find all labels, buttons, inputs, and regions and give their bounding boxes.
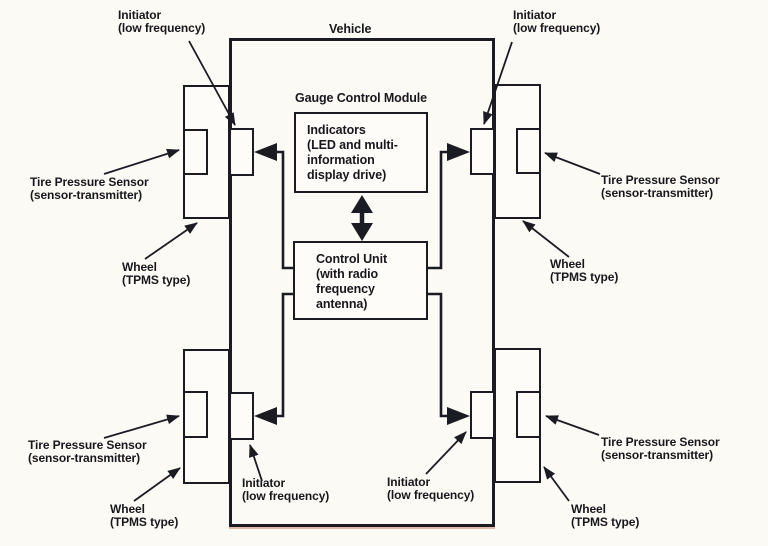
label-tps-rear-left: Tire Pressure Sensor (sensor-transmitter… <box>28 439 147 465</box>
pointer-arrow-wheel-front-left <box>144 222 198 260</box>
wheel-label-line1: Wheel <box>550 257 585 271</box>
label-initiator-rear-left: Initiator (low frequency) <box>242 477 329 503</box>
label-wheel-front-left: Wheel (TPMS type) <box>122 261 190 287</box>
tps-label-line2: (sensor-transmitter) <box>601 186 714 200</box>
pointer-arrow-tps-rear-right <box>545 415 600 436</box>
indicators-line-3: information <box>307 153 375 167</box>
control-unit-box-text: Control Unit (with radio frequency anten… <box>316 252 387 312</box>
pointer-arrow-wheel-rear-right <box>543 466 570 502</box>
initiator-front-right-box <box>470 128 495 175</box>
wheel-label-line2: (TPMS type) <box>571 515 640 529</box>
gauge-control-module-text: Gauge Control Module <box>294 91 428 105</box>
label-initiator-front-left: Initiator (low frequency) <box>118 9 205 35</box>
tps-label-line2: (sensor-transmitter) <box>601 448 714 462</box>
initiator-label-line2: (low frequency) <box>387 488 475 502</box>
initiator-label-line2: (low frequency) <box>513 21 601 35</box>
initiator-label-line2: (low frequency) <box>242 489 330 503</box>
pointer-arrow-wheel-front-right <box>522 220 570 258</box>
label-wheel-rear-right: Wheel (TPMS type) <box>571 503 639 529</box>
label-initiator-front-right: Initiator (low frequency) <box>513 9 600 35</box>
initiator-front-left-box <box>229 128 254 176</box>
tire-pressure-sensor-front-right-box <box>516 128 541 174</box>
initiator-label-line1: Initiator <box>387 475 431 489</box>
label-wheel-front-right: Wheel (TPMS type) <box>550 258 618 284</box>
label-tps-front-right: Tire Pressure Sensor (sensor-transmitter… <box>601 174 720 200</box>
initiator-label-line1: Initiator <box>118 8 162 22</box>
control-unit-line-4: antenna) <box>316 297 368 311</box>
tire-pressure-sensor-rear-right-box <box>516 391 541 438</box>
wheel-label-line1: Wheel <box>122 260 157 274</box>
initiator-label-line1: Initiator <box>513 8 557 22</box>
pointer-arrow-tps-front-left <box>103 148 180 175</box>
tire-pressure-sensor-rear-left-box <box>183 391 208 438</box>
tps-label-line1: Tire Pressure Sensor <box>30 175 149 189</box>
initiator-rear-right-box <box>470 391 495 439</box>
vehicle-title-text: Vehicle <box>329 22 372 36</box>
tps-label-line1: Tire Pressure Sensor <box>28 438 147 452</box>
indicators-box <box>294 112 428 193</box>
vehicle-title: Vehicle <box>329 23 371 36</box>
vehicle-outline-box <box>229 38 495 527</box>
tps-label-line1: Tire Pressure Sensor <box>601 435 720 449</box>
label-tps-front-left: Tire Pressure Sensor (sensor-transmitter… <box>30 176 149 202</box>
wheel-label-line1: Wheel <box>571 502 606 516</box>
indicators-line-2: (LED and multi- <box>307 138 398 152</box>
indicators-line-4: display drive) <box>307 168 387 182</box>
label-initiator-rear-right: Initiator (low frequency) <box>387 476 474 502</box>
control-unit-line-2: (with radio <box>316 267 379 281</box>
tire-pressure-sensor-front-left-box <box>183 129 208 175</box>
tps-label-line2: (sensor-transmitter) <box>28 451 141 465</box>
wheel-label-line2: (TPMS type) <box>550 270 619 284</box>
wheel-label-line2: (TPMS type) <box>110 515 179 529</box>
control-unit-line-3: frequency <box>316 282 375 296</box>
indicators-line-1: Indicators <box>307 123 366 137</box>
gauge-control-module-title: Gauge Control Module <box>281 92 441 105</box>
control-unit-box <box>293 241 428 320</box>
indicators-box-text: Indicators (LED and multi- information d… <box>307 123 398 183</box>
tps-label-line2: (sensor-transmitter) <box>30 188 143 202</box>
initiator-rear-left-box <box>229 392 254 440</box>
wheel-label-line1: Wheel <box>110 502 145 516</box>
pointer-arrow-tps-rear-left <box>103 414 180 439</box>
control-unit-line-1: Control Unit <box>316 252 388 266</box>
label-tps-rear-right: Tire Pressure Sensor (sensor-transmitter… <box>601 436 720 462</box>
pointer-arrow-wheel-rear-left <box>133 467 181 502</box>
initiator-label-line2: (low frequency) <box>118 21 206 35</box>
tps-label-line1: Tire Pressure Sensor <box>601 173 720 187</box>
pointer-arrow-tps-front-right <box>544 152 601 175</box>
label-wheel-rear-left: Wheel (TPMS type) <box>110 503 178 529</box>
wheel-label-line2: (TPMS type) <box>122 273 191 287</box>
